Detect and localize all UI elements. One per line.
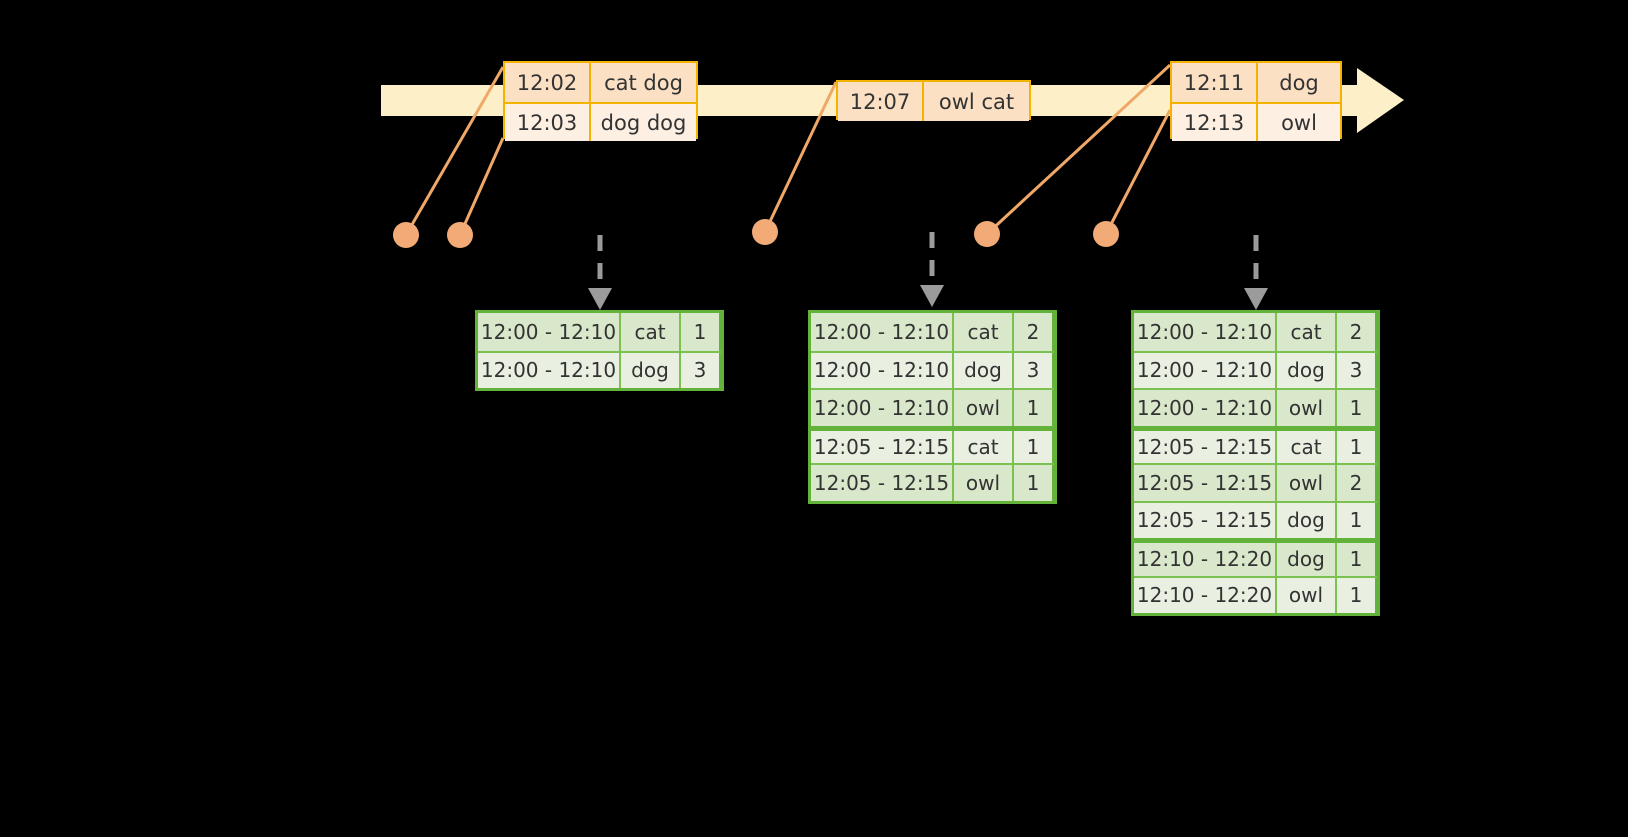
event-value: dog dog [591,104,696,141]
cell-key: cat [1277,430,1337,463]
cell-window: 12:00 - 12:10 [1134,390,1277,426]
table-row[interactable]: 12:00 - 12:10 dog 3 [1134,350,1377,388]
cell-count: 2 [1337,465,1375,501]
cell-window: 12:00 - 12:10 [478,352,621,388]
event-row[interactable]: 12:13 owl [1172,102,1340,141]
cell-count: 1 [1014,465,1052,501]
cell-window: 12:00 - 12:10 [811,352,954,388]
event-group-3[interactable]: 12:11 dog 12:13 owl [1170,61,1342,141]
event-row[interactable]: 12:03 dog dog [505,102,696,141]
cell-key: owl [1277,465,1337,501]
event-value: owl cat [924,82,1029,121]
event-time: 12:02 [505,63,591,102]
cell-key: cat [954,430,1014,463]
cell-count: 1 [1014,430,1052,463]
table-row[interactable]: 12:00 - 12:10 owl 1 [811,388,1054,426]
event-dot-3 [752,219,778,245]
cell-count: 2 [1014,313,1052,351]
cell-key: dog [1277,502,1337,538]
cell-key: dog [1277,352,1337,388]
cell-window: 12:00 - 12:10 [1134,352,1277,388]
cell-key: owl [954,465,1014,501]
cell-count: 3 [681,352,719,388]
cell-count: 1 [1337,543,1375,576]
result-arrows [597,232,1259,288]
event-time: 12:11 [1172,63,1258,102]
cell-key: cat [621,313,681,351]
event-dot-2 [447,222,473,248]
cell-count: 3 [1337,352,1375,388]
table-row[interactable]: 12:05 - 12:15 owl 1 [811,463,1054,501]
event-dot-5 [1093,221,1119,247]
event-group-2[interactable]: 12:07 owl cat [836,80,1031,121]
table-row[interactable]: 12:00 - 12:10 cat 2 [1134,313,1377,351]
result-table-1[interactable]: 12:00 - 12:10 cat 1 12:00 - 12:10 dog 3 [475,310,724,391]
result-arrowheads [588,285,1268,310]
table-row[interactable]: 12:05 - 12:15 cat 1 [811,425,1054,463]
event-row[interactable]: 12:07 owl cat [838,82,1029,121]
cell-window: 12:00 - 12:10 [1134,313,1277,351]
cell-key: owl [954,390,1014,426]
table-row[interactable]: 12:00 - 12:10 cat 1 [478,313,721,351]
cell-key: dog [1277,543,1337,576]
cell-window: 12:10 - 12:20 [1134,577,1277,613]
table-row[interactable]: 12:10 - 12:20 owl 1 [1134,575,1377,613]
event-value: owl [1258,104,1340,141]
cell-key: cat [954,313,1014,351]
event-value: dog [1258,63,1340,102]
cell-count: 1 [681,313,719,351]
cell-window: 12:05 - 12:15 [811,430,954,463]
cell-window: 12:00 - 12:10 [811,313,954,351]
result-table-2[interactable]: 12:00 - 12:10 cat 2 12:00 - 12:10 dog 3 … [808,310,1057,504]
event-dot-1 [393,222,419,248]
cell-window: 12:05 - 12:15 [811,465,954,501]
table-row[interactable]: 12:05 - 12:15 owl 2 [1134,463,1377,501]
cell-count: 1 [1337,390,1375,426]
event-dots [393,219,1119,248]
cell-window: 12:00 - 12:10 [478,313,621,351]
table-row[interactable]: 12:10 - 12:20 dog 1 [1134,538,1377,576]
event-value: cat dog [591,63,696,102]
table-row[interactable]: 12:00 - 12:10 dog 3 [811,350,1054,388]
table-row[interactable]: 12:05 - 12:15 cat 1 [1134,425,1377,463]
event-group-1[interactable]: 12:02 cat dog 12:03 dog dog [503,61,698,141]
event-time: 12:03 [505,104,591,141]
cell-count: 1 [1014,390,1052,426]
event-row[interactable]: 12:02 cat dog [505,63,696,102]
cell-key: dog [954,352,1014,388]
cell-window: 12:05 - 12:15 [1134,465,1277,501]
cell-window: 12:00 - 12:10 [811,390,954,426]
table-row[interactable]: 12:00 - 12:10 owl 1 [1134,388,1377,426]
table-row[interactable]: 12:05 - 12:15 dog 1 [1134,500,1377,538]
cell-key: owl [1277,390,1337,426]
event-dot-4 [974,221,1000,247]
cell-count: 1 [1337,577,1375,613]
cell-count: 3 [1014,352,1052,388]
cell-key: owl [1277,577,1337,613]
table-row[interactable]: 12:00 - 12:10 cat 2 [811,313,1054,351]
cell-count: 2 [1337,313,1375,351]
cell-key: dog [621,352,681,388]
table-row[interactable]: 12:00 - 12:10 dog 3 [478,350,721,388]
event-time: 12:13 [1172,104,1258,141]
result-table-3[interactable]: 12:00 - 12:10 cat 2 12:00 - 12:10 dog 3 … [1131,310,1380,616]
cell-key: cat [1277,313,1337,351]
event-time: 12:07 [838,82,924,121]
cell-window: 12:10 - 12:20 [1134,543,1277,576]
event-row[interactable]: 12:11 dog [1172,63,1340,102]
cell-count: 1 [1337,502,1375,538]
cell-window: 12:05 - 12:15 [1134,502,1277,538]
cell-window: 12:05 - 12:15 [1134,430,1277,463]
cell-count: 1 [1337,430,1375,463]
